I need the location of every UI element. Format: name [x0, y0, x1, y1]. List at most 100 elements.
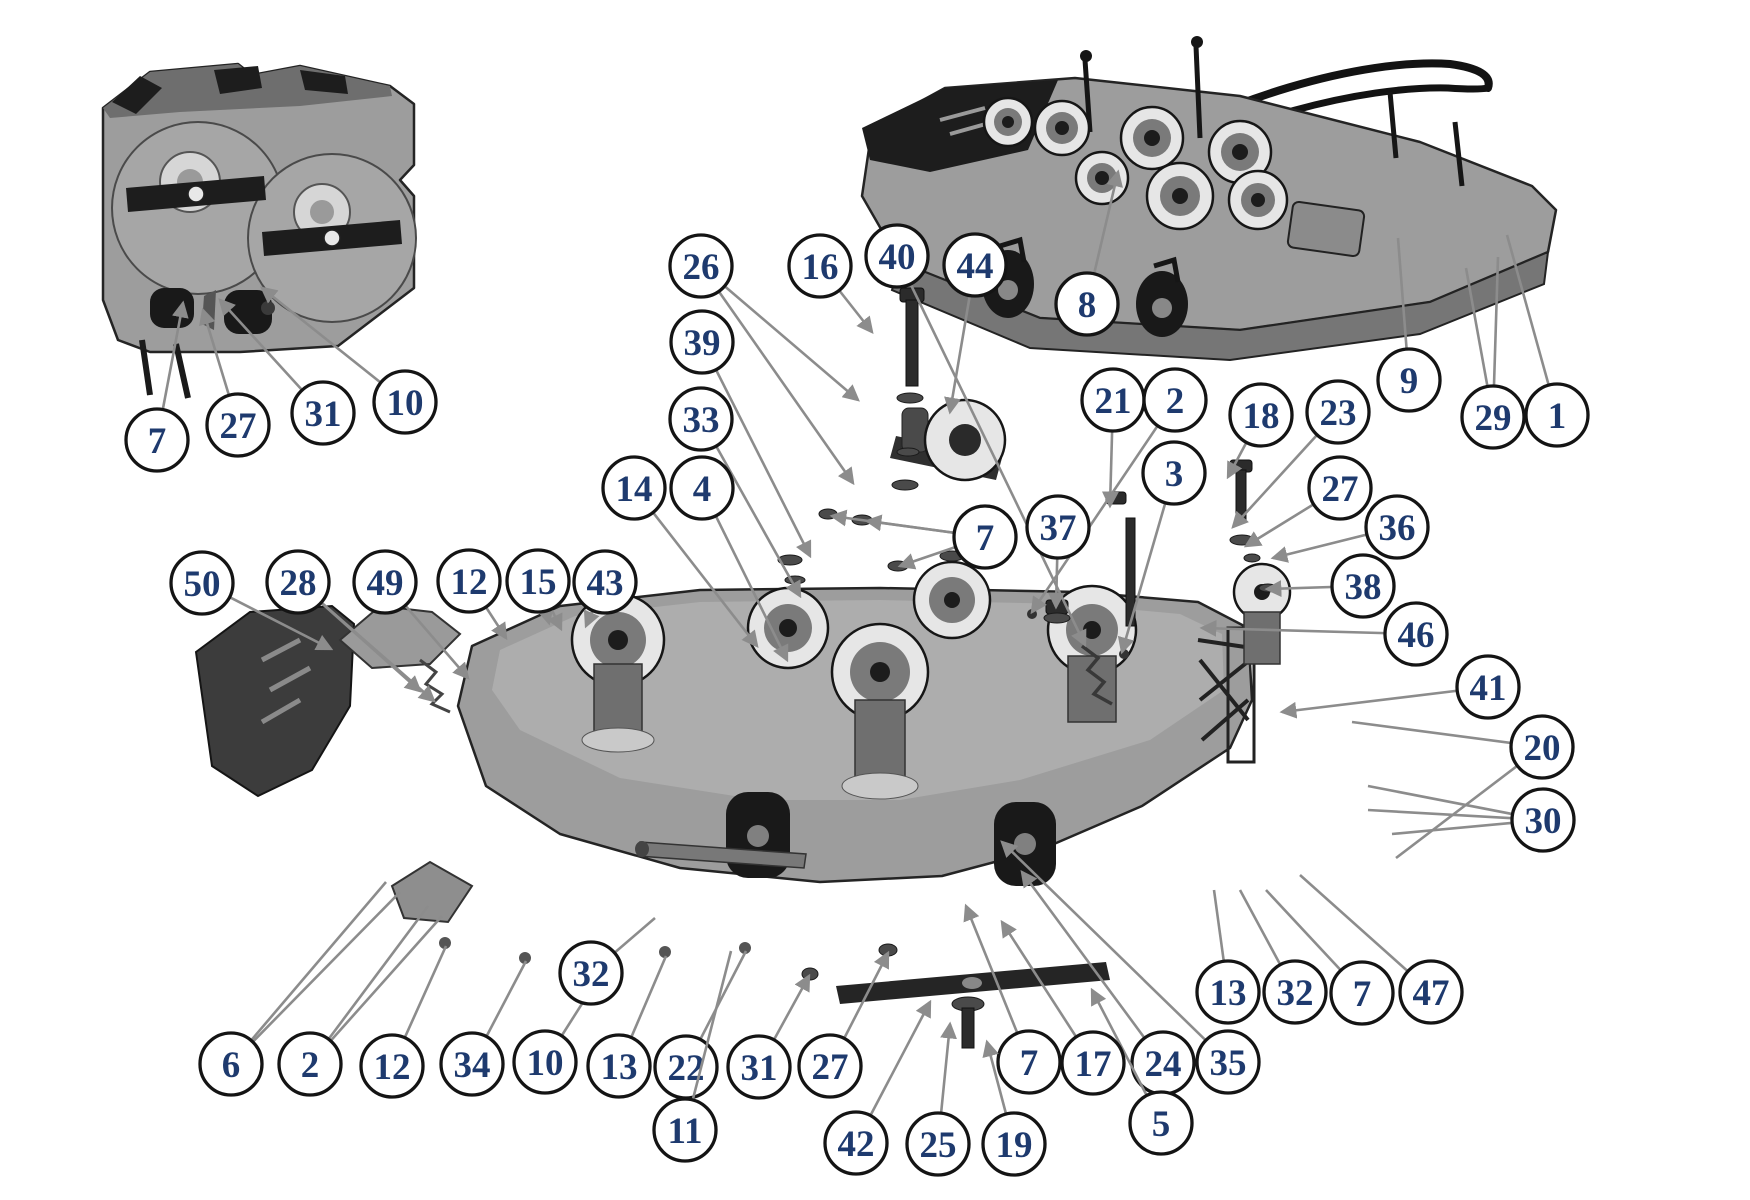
callout-13-a: 13 [586, 955, 668, 1099]
callout-23: 23 [1231, 379, 1371, 529]
callout-number: 17 [1075, 1044, 1112, 1085]
callout-3: 3 [1117, 440, 1207, 655]
view-assembled-deck [860, 36, 1558, 362]
callout-circle [1195, 959, 1261, 1025]
callout-4: 4 [669, 455, 789, 663]
callout-circle [436, 548, 502, 614]
callout-6: 6 [198, 881, 401, 1097]
callout-number: 7 [976, 518, 995, 559]
callout-number: 15 [520, 562, 557, 603]
callout-7-a: 7 [124, 300, 190, 473]
callout-36: 36 [1270, 494, 1430, 563]
callout-number: 28 [280, 563, 317, 604]
callout-circle [512, 1029, 578, 1095]
callout-32-b: 32 [1238, 889, 1328, 1025]
callout-49: 49 [352, 549, 470, 680]
callout-number: 34 [454, 1045, 491, 1086]
callout-number: 29 [1475, 398, 1512, 439]
callout-number: 47 [1413, 973, 1450, 1014]
callout-27-b: 27 [1243, 455, 1373, 548]
callout-number: 11 [668, 1111, 703, 1152]
callout-number: 12 [451, 562, 488, 603]
callout-circle [505, 548, 571, 614]
view-underside-detail [101, 62, 417, 399]
callout-circle [668, 386, 734, 452]
callout-number: 7 [148, 421, 167, 462]
callout-18: 18 [1226, 382, 1294, 480]
callout-46: 46 [1199, 601, 1449, 667]
callout-1: 1 [1505, 234, 1590, 448]
leader-line [230, 881, 387, 1065]
callout-circle [601, 455, 667, 521]
callout-circle [726, 1034, 792, 1100]
callout-number: 46 [1398, 615, 1435, 656]
callout-circle [572, 549, 638, 615]
callout-number: 14 [616, 469, 653, 510]
callout-circle [668, 233, 734, 299]
callout-14: 14 [601, 455, 759, 649]
callout-circle [669, 309, 735, 375]
callout-number: 1 [1548, 396, 1567, 437]
callout-circle [558, 940, 624, 1006]
callout-circle [981, 1111, 1047, 1177]
callout-number: 2 [1166, 381, 1185, 422]
callout-circle [1460, 384, 1526, 450]
callout-circle [1364, 494, 1430, 560]
callout-circle [1025, 494, 1091, 560]
leader-line [632, 487, 759, 649]
leader-line [1199, 619, 1417, 637]
callout-13-b: 13 [1195, 889, 1261, 1025]
callout-12-b: 12 [359, 945, 448, 1099]
callout-circle [1142, 367, 1208, 433]
callout-circle [290, 380, 356, 446]
leader-line [699, 418, 802, 599]
callout-number: 50 [184, 564, 221, 605]
callout-42: 42 [823, 999, 932, 1176]
callout-circle [1455, 654, 1521, 720]
callout-26: 26 [668, 233, 860, 486]
callout-7-b: 7 [829, 504, 1018, 570]
callout-41: 41 [1279, 654, 1521, 720]
callout-circle [952, 504, 1018, 570]
callout-number: 18 [1243, 396, 1280, 437]
callout-9: 9 [1376, 237, 1442, 413]
callout-circle [1329, 960, 1395, 1026]
callout-circle [265, 549, 331, 615]
callout-circle [864, 223, 930, 289]
callout-number: 32 [1277, 973, 1314, 1014]
callout-43: 43 [572, 549, 638, 629]
callout-number: 44 [957, 246, 994, 287]
callout-number: 16 [802, 247, 839, 288]
callout-circle [823, 1110, 889, 1176]
callout-number: 13 [601, 1047, 638, 1088]
callout-47: 47 [1299, 874, 1464, 1025]
callout-circle [359, 1033, 425, 1099]
callout-number: 31 [305, 394, 342, 435]
leader-line [700, 341, 812, 559]
leader-line [1020, 869, 1165, 1064]
callout-29: 29 [1460, 256, 1526, 450]
callout-number: 26 [683, 247, 720, 288]
callout-35: 35 [1000, 840, 1261, 1095]
callout-33: 33 [668, 386, 802, 599]
callout-circle [1060, 1030, 1126, 1096]
callout-44: 44 [942, 232, 1008, 415]
callout-17: 17 [1000, 919, 1126, 1096]
callout-number: 22 [668, 1048, 705, 1089]
callout-circle [1509, 714, 1575, 780]
callout-circle [797, 1033, 863, 1099]
callout-circle [652, 1097, 718, 1163]
callout-number: 21 [1095, 381, 1132, 422]
pulleys [982, 96, 1289, 231]
callout-34: 34 [439, 960, 528, 1097]
callout-circle [372, 369, 438, 435]
callout-20: 20 [1351, 714, 1575, 860]
callout-30: 30 [1367, 784, 1576, 853]
callout-16: 16 [787, 233, 874, 334]
callout-number: 40 [879, 237, 916, 278]
callout-10-a: 10 [260, 286, 438, 435]
callout-circle [1128, 1090, 1194, 1156]
callout-circle [1307, 455, 1373, 521]
callout-37: 37 [1025, 494, 1091, 610]
